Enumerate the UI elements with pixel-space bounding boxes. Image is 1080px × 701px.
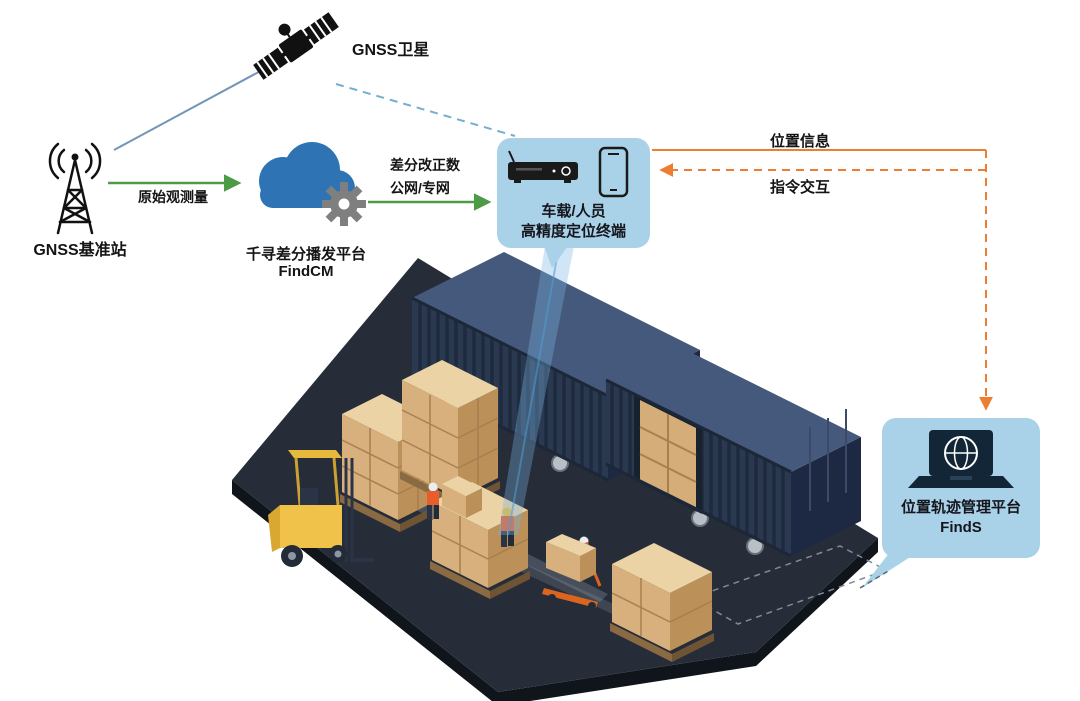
raw-observation-label: 原始观测量 <box>138 189 208 205</box>
positioning-beam <box>498 245 574 536</box>
position-info-line <box>652 149 993 411</box>
satellite-icon <box>253 12 339 80</box>
receiver-icon <box>507 150 578 183</box>
command-label: 指令交互 <box>769 179 830 196</box>
findcm-label: FindCM <box>278 263 334 280</box>
terminal-bubble: 车载/人员 高精度定位终端 <box>497 138 650 248</box>
laptop-globe-icon <box>908 430 1014 488</box>
cloud-icon <box>259 142 355 208</box>
terminal-label-line1: 车载/人员 <box>541 203 606 220</box>
management-label: 位置轨迹管理平台 <box>900 499 1021 516</box>
pallet-stack <box>340 360 714 662</box>
satellite-label: GNSS卫星 <box>352 42 430 59</box>
terminal-label-line2: 高精度定位终端 <box>520 223 626 240</box>
finds-label: FindS <box>940 519 982 536</box>
position-info-label: 位置信息 <box>769 133 830 150</box>
terminal-icons <box>507 146 628 198</box>
gear-icon <box>322 182 366 226</box>
corrections-label-line1: 差分改正数 <box>390 157 460 173</box>
pallet-jack <box>542 534 602 610</box>
management-bubble: 位置轨迹管理平台 FindS <box>882 418 1040 558</box>
worker <box>501 507 514 547</box>
phone-icon <box>598 146 628 198</box>
base-station-icon <box>48 142 102 235</box>
cloud-platform-label: 千寻差分播发平台 <box>245 246 366 263</box>
corrections-label-line2: 公网/专网 <box>390 180 450 196</box>
satellite-base-link <box>113 67 267 151</box>
finds-connector <box>859 569 891 589</box>
terminal-bubble-tail <box>544 246 568 268</box>
worker <box>427 482 439 520</box>
satellite-terminal-link <box>335 83 516 137</box>
forklift <box>268 450 374 567</box>
base-station-label: GNSS基准站 <box>33 242 127 259</box>
container-2 <box>605 345 861 558</box>
floor-dashed-zone <box>690 545 888 625</box>
